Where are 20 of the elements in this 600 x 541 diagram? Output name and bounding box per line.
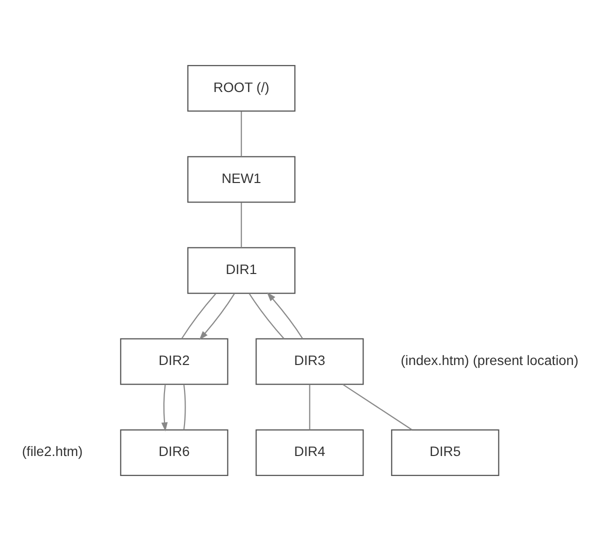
node-box: DIR1 <box>187 247 296 294</box>
node-box: DIR5 <box>391 429 500 476</box>
node-box: DIR3 <box>256 338 364 385</box>
connector <box>309 384 310 430</box>
node-box: DIR6 <box>120 429 228 476</box>
node-label: (index.htm) (present location) <box>400 353 578 368</box>
arrow <box>161 384 168 432</box>
node-box: DIR4 <box>256 429 364 476</box>
connector <box>181 293 216 340</box>
connector <box>342 384 412 430</box>
node-box: ROOT (/) <box>187 64 296 112</box>
connector <box>183 384 186 430</box>
node-box: DIR2 <box>120 338 228 385</box>
connector <box>240 111 242 157</box>
connector <box>240 202 242 248</box>
connector <box>248 293 284 340</box>
node-label: (file2.htm) <box>22 444 83 460</box>
arrow <box>266 292 304 340</box>
arrow <box>199 293 235 340</box>
node-box: NEW1 <box>187 156 296 203</box>
